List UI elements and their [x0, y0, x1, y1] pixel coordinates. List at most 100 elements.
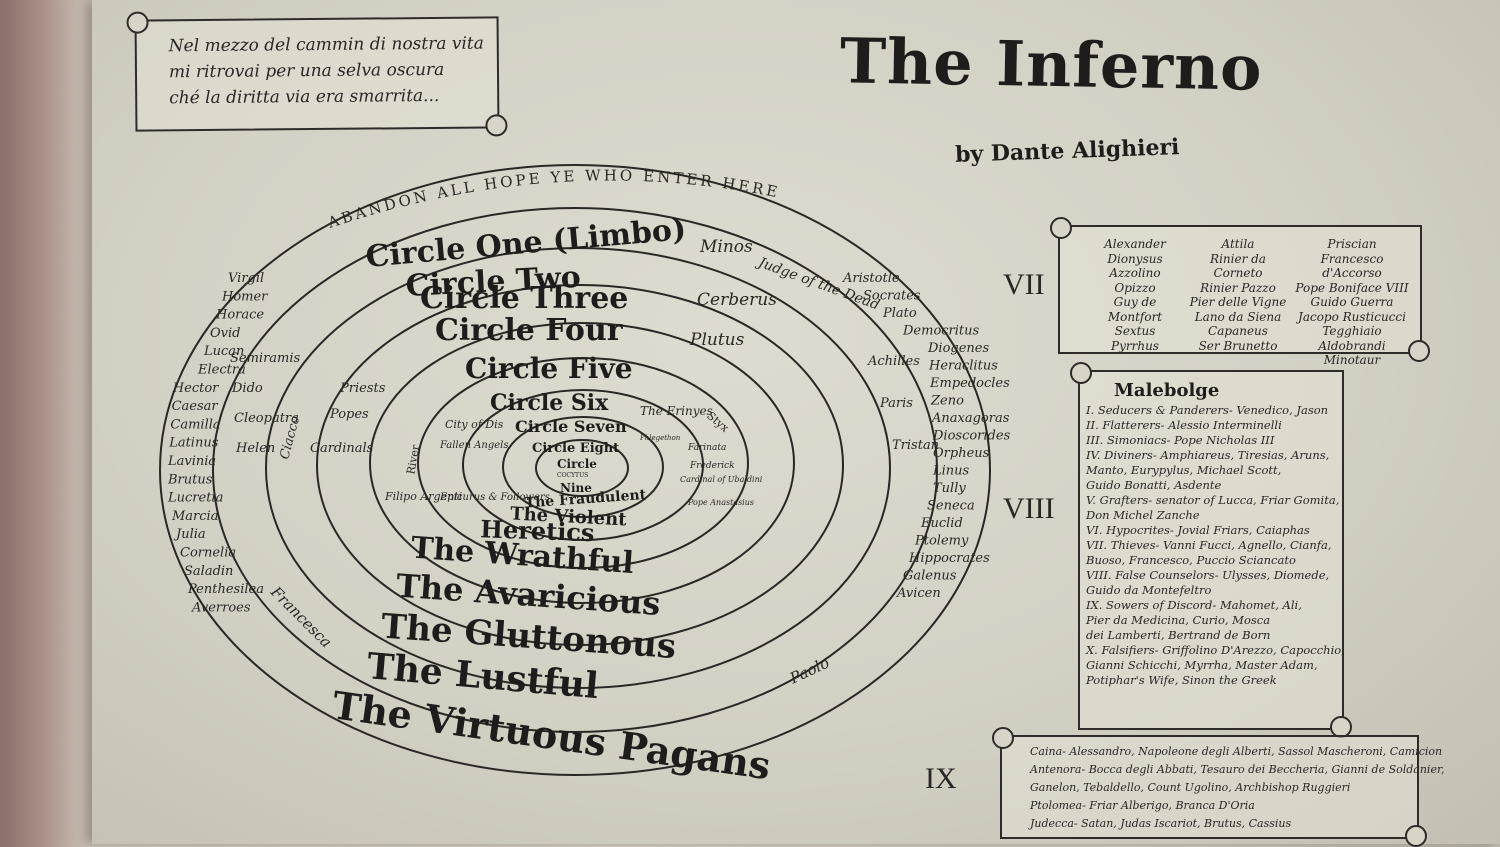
- limbo-right2-item: Achilles: [867, 354, 920, 369]
- male-lines-line: Potiphar's Wife, Sinon the Greek: [1086, 673, 1277, 687]
- gate-inscription: ABANDON ALL HOPE YE WHO ENTER HERE: [325, 166, 782, 232]
- c7a-line: Alexander: [1104, 237, 1166, 251]
- ring-3: [265, 247, 891, 689]
- limbo-left-item: Hector: [172, 381, 219, 396]
- c7a-line: Azzolino: [1109, 266, 1161, 280]
- male-lines-line: dei Lamberti, Bertrand de Born: [1086, 628, 1271, 642]
- c7b-line: Rinier da Corneto: [1210, 251, 1266, 281]
- frederick-label: Frederick: [689, 461, 735, 471]
- malebolge-heading: Malebolge: [1114, 380, 1220, 401]
- limbo-right-item: Galenus: [903, 569, 957, 584]
- limbo-right-item: Empedocles: [929, 376, 1010, 391]
- limbo-right-item: Aristotle: [842, 271, 900, 286]
- limbo-right-item: Ptolemy: [914, 534, 969, 549]
- nine-lines-line: Judecca- Satan, Judas Iscariot, Brutus, …: [1030, 817, 1292, 830]
- c7c-line: Tegghiaio Aldobrandi: [1318, 324, 1386, 353]
- limbo-left-item: Lucretia: [167, 491, 223, 506]
- nine-lines-line: Ganelon, Tebaldello, Count Ugolino, Arch…: [1030, 781, 1351, 794]
- circle-five-label: Circle Five: [465, 352, 633, 385]
- limbo-left-item: Camilla: [170, 417, 220, 432]
- cerberus-label: Cerberus: [697, 290, 777, 310]
- cocytus-label: COCYTUS: [557, 472, 588, 479]
- c7b-line: Pier delle Vigne: [1189, 295, 1287, 309]
- ring-1: [159, 164, 991, 776]
- c7a-line: Sextus: [1114, 324, 1156, 338]
- c7a-line: Dionysus: [1107, 251, 1163, 266]
- c7b-line: Rinier Pazzo: [1200, 280, 1276, 295]
- limbo-left2-item: Cleopatra: [234, 411, 299, 426]
- roman-numeral-viii: VIII: [1003, 492, 1055, 525]
- limbo-left-item: Electra: [197, 363, 246, 378]
- limbo-left-item: Marcia: [171, 509, 218, 524]
- male-lines-line: Guido Bonatti, Asdente: [1086, 478, 1222, 492]
- limbo-left-names: VirgilHomerHoraceOvidLucanElectraHectorC…: [167, 271, 268, 615]
- male-lines-line: VI. Hypocrites- Jovial Friars, Caiaphas: [1086, 523, 1310, 537]
- river-label: River: [404, 443, 422, 475]
- limbo-right-item: Avicen: [896, 586, 941, 601]
- c7c-line: Pope Boniface VIII: [1295, 280, 1409, 295]
- ring-2: [212, 207, 938, 733]
- ring-7: [462, 389, 704, 541]
- priests-label: Priests: [339, 381, 386, 396]
- limbo-right-item: Diogenes: [927, 341, 989, 356]
- circle-nine-top-label: Circle: [557, 457, 597, 471]
- male-lines-line: Manto, Eurypylus, Michael Scott,: [1086, 463, 1282, 477]
- male-lines-line: III. Simoniacs- Pope Nicholas III: [1086, 433, 1275, 447]
- plutus-label: Plutus: [689, 330, 745, 350]
- limbo-right-item: Heraclitus: [928, 359, 998, 374]
- minos-label: Minos: [699, 237, 753, 257]
- circle-nine-label: Nine: [560, 481, 592, 495]
- ring-6: [417, 357, 749, 569]
- circle-three-label: Circle Three: [420, 281, 628, 316]
- male-lines-line: V. Grafters- senator of Lucca, Friar Gom…: [1086, 493, 1340, 507]
- limbo-left-item: Julia: [173, 527, 206, 542]
- limbo-left2-item: Semiramis: [230, 351, 301, 366]
- epicurus-label: Epicurus & Followers: [439, 492, 550, 503]
- limbo-right-item: Zeno: [930, 394, 964, 409]
- c7c-line: Priscian: [1327, 237, 1377, 251]
- male-lines-line: Gianni Schicchi, Myrrha, Master Adam,: [1086, 658, 1318, 672]
- limbo-right-item: Hippocrates: [908, 551, 990, 566]
- c7a-line: Guy de Montfort: [1107, 295, 1163, 324]
- roman-numeral-ix: IX: [925, 762, 957, 795]
- limbo-right-item: Seneca: [927, 499, 975, 514]
- limbo-right-item: Socrates: [863, 289, 921, 304]
- limbo-right-item: Plato: [882, 306, 917, 321]
- ring-8: [502, 416, 664, 518]
- limbo-right-item: Tully: [933, 481, 966, 496]
- circle-four-label: Circle Four: [435, 313, 624, 348]
- limbo-right-names: AristotleSocratesPlatoDemocritusDiogenes…: [842, 271, 1011, 601]
- c7c-line: Minotaur: [1323, 353, 1381, 367]
- c7c-line: Francesco d'Accorso: [1320, 251, 1384, 281]
- male-lines-line: VIII. False Counselors- Ulysses, Diomede…: [1086, 568, 1330, 582]
- limbo-left-item: Virgil: [228, 271, 264, 286]
- fallen-angels-label: Fallen Angels: [439, 440, 508, 451]
- cardinals-label: Cardinals: [310, 441, 374, 456]
- malebolge-list: I. Seducers & Panderers- Venedico, Jason…: [1080, 403, 1345, 688]
- limbo-right2-item: Paris: [879, 396, 913, 411]
- circle9-list: Caina- Alessandro, Napoleone degli Alber…: [1002, 737, 1445, 833]
- limbo-right-item: Democritus: [902, 324, 980, 339]
- limbo-right-item: Orpheus: [933, 446, 990, 461]
- male-lines-line: IV. Diviners- Amphiareus, Tiresias, Arun…: [1086, 448, 1330, 462]
- c7c-line: Guido Guerra: [1310, 295, 1394, 309]
- limbo-left-item: Saladin: [184, 564, 233, 579]
- limbo-left-item: Brutus: [167, 472, 213, 487]
- ring-9: [535, 439, 629, 497]
- limbo-right-item: Anaxagoras: [931, 411, 1010, 426]
- c7b-line: Capaneus: [1208, 324, 1268, 338]
- male-lines-line: X. Falsifiers- Griffolino D'Arezzo, Capo…: [1086, 643, 1345, 657]
- limbo-left-item: Penthesilea: [187, 582, 264, 597]
- roman-numeral-vii: VII: [1003, 268, 1045, 301]
- limbo-left-item: Latinus: [168, 436, 219, 451]
- city-of-dis-label: City of Dis: [445, 418, 504, 431]
- male-lines-line: Pier da Medicina, Curio, Mosca: [1086, 613, 1271, 627]
- limbo-left-item: Ovid: [210, 326, 240, 341]
- c7b-line: Lano da Siena: [1194, 309, 1282, 324]
